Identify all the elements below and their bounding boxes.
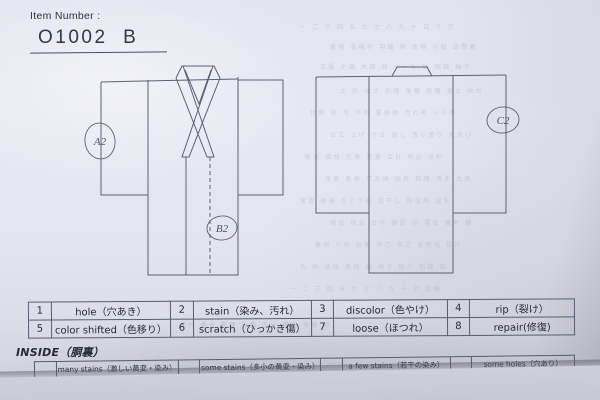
code-number: 5 [28,320,52,339]
front-collar-notch [184,69,212,106]
code-label: loose（ほつれ） [333,317,448,337]
code-label: color shifted（色移り） [51,319,171,339]
back-right-sleeve [453,75,507,214]
front-body-panel [147,77,239,276]
inside-section-title: INSIDE（胴裏） [16,346,104,359]
code-label: scratch（ひっかき傷） [193,318,312,338]
back-shoulder-line [315,74,507,78]
annotation-a2: A2 [84,122,116,160]
kimono-front-view [100,65,284,276]
front-right-sleeve [238,79,284,196]
code-label: discolor（色やけ） [333,299,447,319]
code-number: 3 [310,300,334,319]
front-shoulder-line [100,78,239,83]
code-number: 7 [311,318,335,337]
code-label: rip（裂け） [469,298,575,318]
code-label: stain（染み、汚れ） [193,300,312,320]
code-number: 2 [170,301,194,320]
code-number: 6 [170,319,194,338]
front-collar-top [175,65,221,79]
code-number: 1 [28,302,52,321]
annotation-b2: B2 [206,215,238,241]
code-label: repair(修復) [469,316,575,336]
front-left-sleeve [100,82,148,196]
annotation-a2-text: A2 [93,136,107,148]
item-number-value: O1002 B [38,27,139,48]
code-number: 4 [446,299,470,318]
code-label: hole（穴あき） [51,301,171,321]
item-number-label: Item Number : [30,10,101,22]
back-collar [391,66,433,77]
back-left-sleeve [315,77,369,214]
annotation-c2-text: C2 [497,115,510,127]
back-body-panel [368,75,454,274]
kimono-back-view [315,66,507,274]
annotation-b2-text: B2 [216,223,229,235]
annotation-c2: C2 [486,106,520,134]
code-number: 8 [446,317,470,336]
